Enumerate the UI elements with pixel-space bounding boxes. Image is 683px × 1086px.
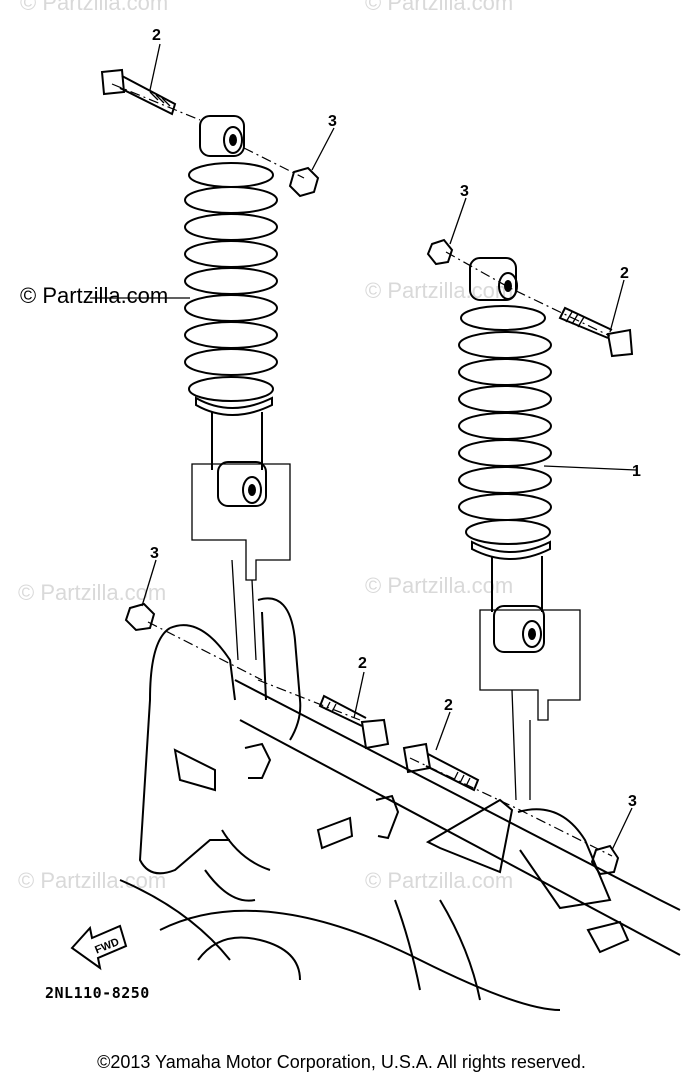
callout-part-1: 1 (632, 463, 641, 480)
nut-lower-left (124, 602, 156, 632)
bolt-upper-right (558, 306, 634, 358)
right-shock-absorber (458, 257, 552, 653)
callout-part-2: 2 (152, 27, 161, 44)
nut-upper-right (426, 238, 454, 266)
callout-part-2: 2 (620, 265, 629, 282)
diagram-code: 2NL110-8250 (45, 984, 150, 1002)
callout-part-2: 2 (358, 655, 367, 672)
bolt-upper-left (100, 68, 177, 116)
callout-part-3: 3 (628, 793, 637, 810)
callout-part-3: 3 (460, 183, 469, 200)
watermark: © Partzilla.com (365, 278, 513, 303)
fwd-arrow-icon: FWD (70, 924, 128, 971)
watermark-dark: © Partzilla.com (20, 283, 168, 308)
frame-swingarm (119, 597, 681, 1011)
nut-upper-left (288, 166, 320, 198)
watermark: © Partzilla.com (365, 0, 513, 15)
callout-part-2: 2 (444, 697, 453, 714)
left-shock-absorber (184, 115, 278, 507)
nut-lower-right (590, 844, 620, 876)
leader-lines (90, 43, 637, 851)
watermark: © Partzilla.com (365, 573, 513, 598)
callout-part-3: 3 (150, 545, 159, 562)
bolt-lower-left (318, 694, 390, 750)
watermark: © Partzilla.com (18, 580, 166, 605)
copyright-notice: ©2013 Yamaha Motor Corporation, U.S.A. A… (97, 1052, 586, 1072)
projection-outlines (191, 463, 581, 801)
callout-part-3: 3 (328, 113, 337, 130)
watermark-layer: © Partzilla.com © Partzilla.com © Partzi… (18, 0, 513, 893)
watermark: © Partzilla.com (18, 868, 166, 893)
bolt-lower-right (402, 742, 480, 792)
watermark: © Partzilla.com (20, 0, 168, 15)
watermark: © Partzilla.com (365, 868, 513, 893)
